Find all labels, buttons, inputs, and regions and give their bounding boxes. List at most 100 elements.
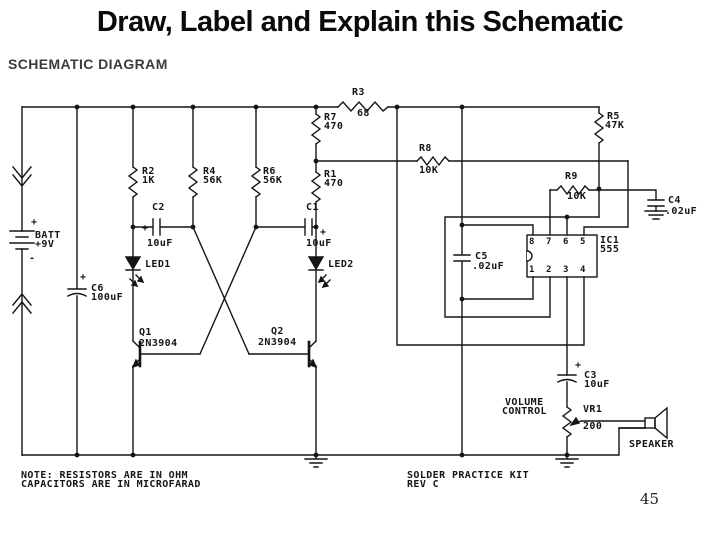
r4-branch (187, 106, 199, 228)
ic1-pin1-label: 1 (529, 265, 535, 275)
capacitor-c1-symbol (255, 218, 317, 236)
r5-ref-label: R5 (607, 111, 620, 122)
led1-label: LED1 (145, 259, 171, 270)
ic1-pin2-label: 2 (546, 265, 552, 275)
r8-value-label: 10K (419, 165, 439, 176)
r8-line (315, 155, 629, 167)
ground-icon (644, 210, 668, 220)
resistor-r2-symbol (127, 166, 139, 198)
battery-plus-label: + (31, 217, 38, 228)
vr1-symbol (561, 406, 573, 438)
r6-value-label: 56K (263, 175, 283, 186)
capacitor-c6-symbol (67, 106, 87, 456)
led2-label: LED2 (328, 259, 354, 270)
page-number: 45 (640, 490, 660, 508)
volume-label: VOLUME (505, 397, 544, 408)
resistor-r9-symbol (556, 184, 590, 196)
r6-ref-label: R6 (263, 166, 276, 177)
r3-ref-label: R3 (352, 87, 365, 98)
speaker-label: SPEAKER (629, 439, 674, 450)
r9-value-label: 10K (567, 191, 587, 202)
resistor-r3-symbol (337, 100, 389, 113)
battery-symbol (9, 230, 35, 250)
ic1-pin8-label: 8 (529, 237, 535, 247)
r1-value-label: 470 (324, 178, 344, 189)
battery-ref-label: BATT (35, 230, 61, 241)
cross-coupling-wires (192, 226, 257, 355)
ic1-value-label: 555 (600, 244, 620, 255)
c2-value-label: 10uF (147, 238, 173, 249)
c1-value-label: 10uF (306, 238, 332, 249)
resistor-r4-symbol (187, 166, 199, 198)
r2-value-label: 1K (142, 175, 155, 186)
connector-top-icon (12, 166, 32, 188)
ic1-body (526, 234, 598, 278)
c2-ref-label: C2 (152, 202, 165, 213)
r3-value-label: 68 (357, 108, 370, 119)
ic1-pin7-label: 7 (546, 237, 552, 247)
battery-value-label: +9V (35, 239, 55, 250)
r4-ref-label: R4 (203, 166, 216, 177)
feeder-wires (396, 106, 585, 456)
connector-bottom-icon (12, 292, 32, 314)
resistor-r6-symbol (250, 166, 262, 198)
note-line2: CAPACITORS ARE IN MICROFARAD (21, 479, 201, 490)
c3-ref-label: C3 (584, 370, 597, 381)
r7-r1-led2-q2-branch (307, 106, 331, 342)
vr1-value-label: 200 (583, 421, 603, 432)
q1-ref-label: Q1 (139, 327, 152, 338)
r2-ref-label: R2 (142, 166, 155, 177)
output-branch (555, 276, 579, 468)
c5-value-label: .02uF (472, 261, 505, 272)
ic1-pin3-label: 3 (563, 265, 569, 275)
slide-title: Draw, Label and Explain this Schematic (96, 6, 624, 38)
resistor-r5-symbol (593, 112, 605, 144)
speaker-icon (644, 406, 668, 440)
c4-ref-label: C4 (668, 195, 681, 206)
r7-ref-label: R7 (324, 112, 337, 123)
ic1-pin6-label: 6 (563, 237, 569, 247)
r9-ref-label: R9 (565, 171, 578, 182)
junction-dots (74, 104, 602, 458)
c4-value-label: .02uF (665, 206, 698, 217)
c3-plus-label: + (575, 360, 582, 371)
control-label: CONTROL (502, 406, 547, 417)
transistor-q1-symbol (131, 340, 201, 456)
r4-value-label: 56K (203, 175, 223, 186)
r5-branch (593, 106, 605, 190)
led2-symbol (307, 256, 325, 271)
resistor-r7-symbol (310, 113, 322, 145)
c1-plus-label: + (320, 227, 327, 238)
ic1-pin4-label: 4 (580, 265, 586, 275)
capacitor-c3-symbol (557, 374, 577, 383)
r2-led1-q1-branch (124, 106, 145, 342)
speaker-branch (569, 406, 668, 440)
ic1-ref-label: IC1 (600, 235, 620, 246)
kit-line2: REV C (407, 479, 440, 490)
transistor-q2-symbol (248, 340, 318, 456)
note-line1: NOTE: RESISTORS ARE IN OHM (21, 470, 188, 481)
capacitor-c4-symbol (598, 189, 668, 220)
resistor-r8-symbol (416, 155, 450, 167)
r1-ref-label: R1 (324, 169, 337, 180)
r8-ref-label: R8 (419, 143, 432, 154)
top-rail (21, 100, 600, 113)
vr1-ref-label: VR1 (583, 404, 603, 415)
schematic-heading: SCHEMATIC DIAGRAM (8, 56, 168, 72)
ic1-pin5-label: 5 (580, 237, 586, 247)
q2-value-label: 2N3904 (258, 337, 297, 348)
r7-value-label: 470 (324, 121, 344, 132)
kit-line1: SOLDER PRACTICE KIT (407, 470, 529, 481)
c2-plus-label: + (142, 223, 149, 234)
resistor-r1-symbol (310, 171, 322, 203)
led1-symbol (124, 256, 142, 271)
c5-ref-label: C5 (475, 251, 488, 262)
r5-value-label: 47K (605, 120, 625, 131)
r6-branch (250, 106, 262, 228)
q1-value-label: 2N3904 (139, 338, 178, 349)
ic-wiring (444, 160, 629, 318)
c3-value-label: 10uF (584, 379, 610, 390)
bottom-rail (21, 427, 646, 456)
